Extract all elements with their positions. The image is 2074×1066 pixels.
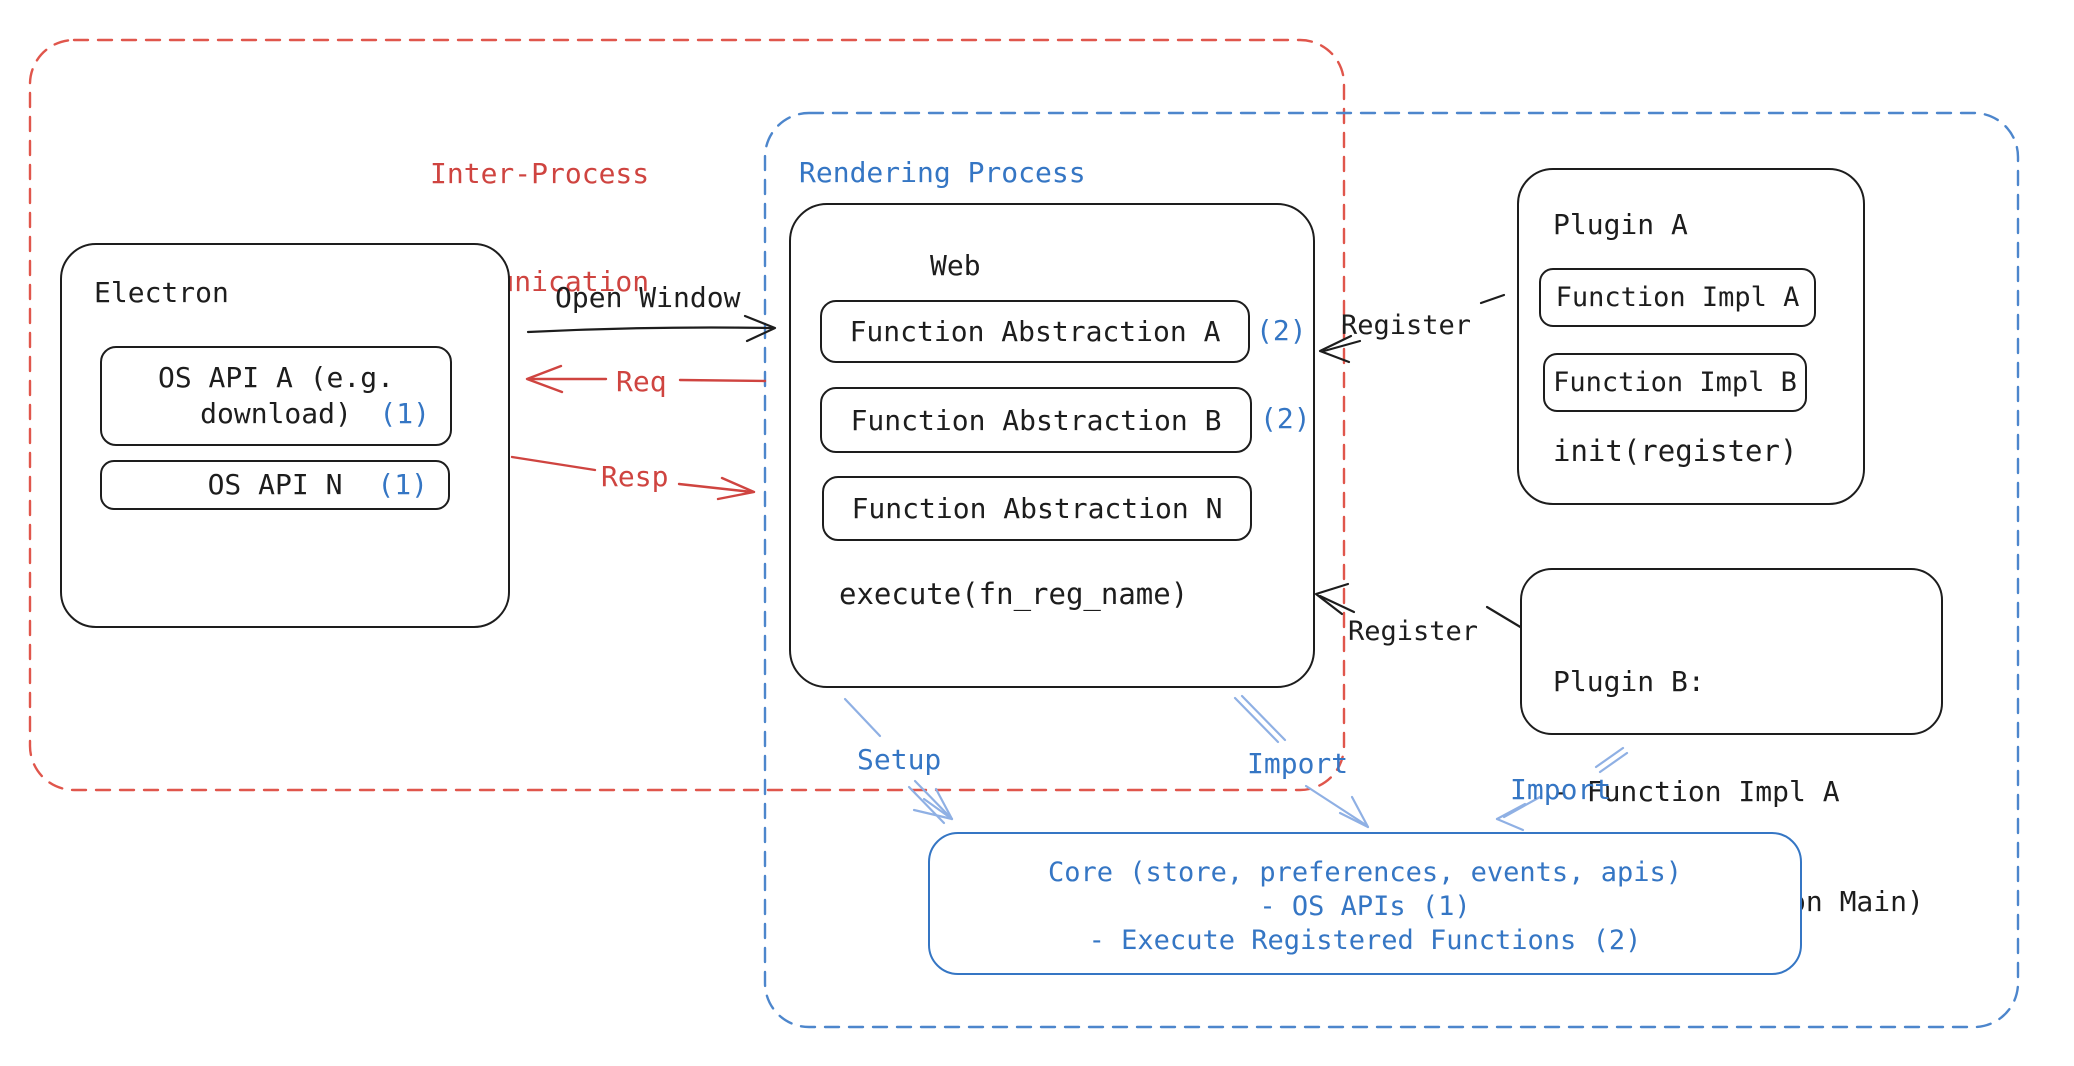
- function-abstraction-n-box: Function Abstraction N: [822, 476, 1252, 541]
- function-impl-a-box: Function Impl A: [1539, 268, 1816, 327]
- os-api-a-ref: (1): [379, 397, 430, 430]
- core-box: Core (store, preferences, events, apis) …: [928, 832, 1802, 975]
- fn-b-ref: (2): [1260, 402, 1311, 435]
- function-impl-a-label: Function Impl A: [1555, 282, 1800, 313]
- plugin-a-box: [1517, 168, 1865, 505]
- plugin-b-title: Plugin B:: [1553, 665, 1705, 698]
- init-label: init(register): [1553, 434, 1798, 468]
- function-abstraction-b-label: Function Abstraction B: [850, 403, 1222, 437]
- web-title: Web: [930, 249, 981, 282]
- resp-label: Resp: [601, 460, 669, 493]
- ipc-label: Inter-Process Communication: [430, 84, 649, 372]
- setup-label: Setup: [857, 743, 942, 776]
- fn-a-ref: (2): [1256, 314, 1307, 347]
- register-top-label: Register: [1341, 310, 1472, 341]
- function-impl-b-label: Function Impl B: [1553, 367, 1797, 398]
- function-abstraction-a-label: Function Abstraction A: [849, 315, 1221, 348]
- core-line3: - Execute Registered Functions (2): [1088, 924, 1642, 956]
- os-api-n-text: OS API N: [207, 468, 343, 501]
- electron-title: Electron: [94, 276, 229, 309]
- core-line1: Core (store, preferences, events, apis): [1048, 856, 1682, 888]
- rendering-process-label: Rendering Process: [799, 156, 1086, 189]
- plugin-a-title: Plugin A: [1553, 208, 1688, 241]
- os-api-a-box: OS API A (e.g. download) (1): [100, 346, 452, 446]
- os-api-a-line2: download) (1): [102, 396, 450, 432]
- ipc-label-line1: Inter-Process: [430, 157, 650, 190]
- req-label: Req: [616, 365, 667, 398]
- plugin-b-box: [1520, 568, 1943, 735]
- register-bottom-label: Register: [1348, 616, 1479, 647]
- open-window-label: Open Window: [555, 281, 741, 314]
- os-api-a-line1: OS API A (e.g.: [157, 361, 394, 394]
- function-abstraction-a-box: Function Abstraction A: [820, 300, 1250, 363]
- os-api-n-line: OS API N (1): [102, 467, 448, 503]
- plugin-b-item1: - Function Impl A: [1553, 775, 1840, 808]
- core-line2: - OS APIs (1): [1259, 890, 1471, 922]
- execute-label: execute(fn_reg_name): [839, 577, 1189, 611]
- os-api-a-line2-text: download): [200, 397, 352, 430]
- os-api-n-ref: (1): [377, 468, 428, 501]
- import-web-label: Import: [1247, 747, 1349, 780]
- function-abstraction-n-label: Function Abstraction N: [851, 492, 1223, 525]
- os-api-n-box: OS API N (1): [100, 460, 450, 510]
- function-abstraction-b-box: Function Abstraction B: [820, 387, 1252, 453]
- import-plugin-b-label: Import: [1510, 773, 1612, 806]
- function-impl-b-box: Function Impl B: [1543, 353, 1807, 412]
